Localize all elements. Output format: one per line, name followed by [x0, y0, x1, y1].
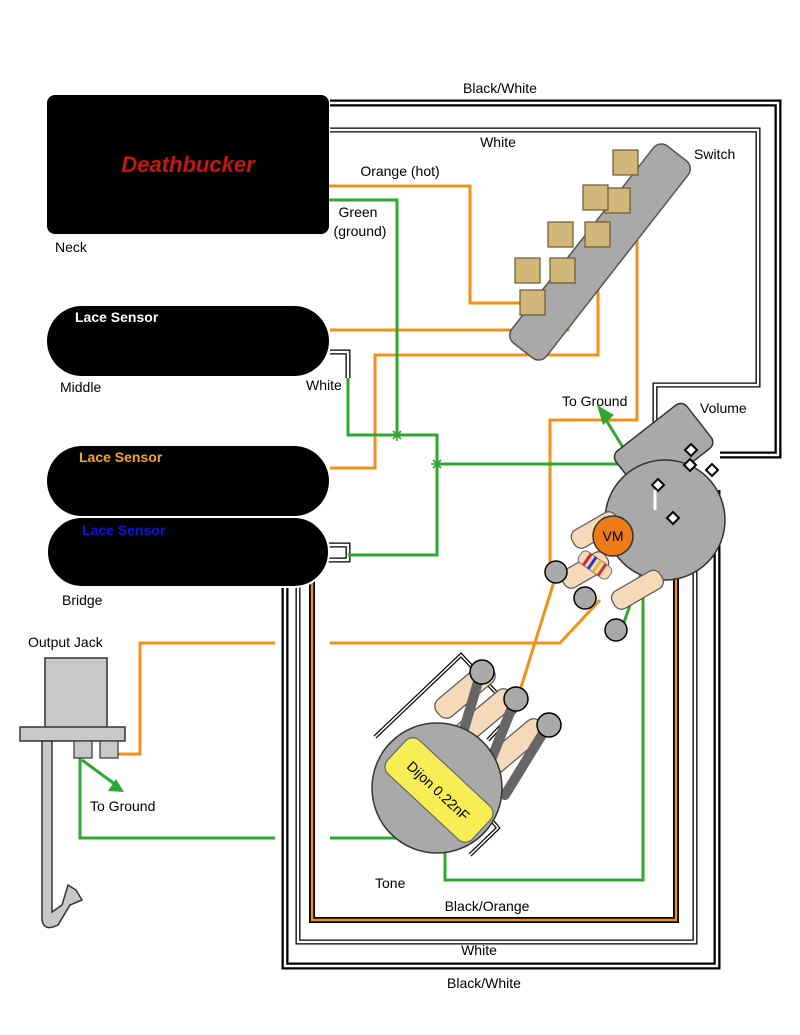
middle-label: Middle: [60, 379, 101, 395]
black-white-wire-loop: [281, 99, 782, 970]
white-bottom-label: White: [461, 942, 497, 958]
tone-pot: Dijon 0.22nF: [371, 652, 562, 857]
neck-pickup: Deathbucker: [47, 95, 329, 234]
neck-label: Neck: [55, 239, 88, 255]
deathbucker-logo: Deathbucker: [121, 152, 256, 177]
vm-label: VM: [603, 528, 624, 544]
ground-arrow-jack-icon: [108, 779, 124, 792]
white-middle-label: White: [306, 377, 342, 393]
middle-white-wire: [330, 349, 351, 378]
output-jack-label: Output Jack: [28, 634, 104, 650]
tone-label: Tone: [375, 875, 406, 891]
bridge-bottom-brand: Lace Sensor: [82, 522, 166, 538]
orange-hot-label: Orange (hot): [360, 163, 439, 179]
output-jack: [19, 657, 126, 929]
white-top-label: White: [480, 134, 516, 150]
to-ground-jack-label: To Ground: [90, 798, 155, 814]
black-white-bottom-label: Black/White: [447, 975, 521, 991]
switch-label: Switch: [694, 146, 735, 162]
selector-switch: [508, 143, 692, 361]
volume-label: Volume: [700, 400, 747, 416]
ground-arrow-volume-icon: [597, 405, 614, 425]
white-wire-loop: [295, 127, 761, 945]
black-white-top-label: Black/White: [463, 80, 537, 96]
vm-module: [592, 515, 634, 557]
ground-label: (ground): [334, 223, 387, 239]
green-wires: [78, 198, 690, 882]
black-orange-label: Black/Orange: [445, 898, 530, 914]
middle-pickup: Lace Sensor: [47, 306, 329, 376]
bridge-top-brand: Lace Sensor: [79, 449, 163, 465]
middle-brand: Lace Sensor: [75, 309, 159, 325]
volume-pot: VM: [544, 402, 726, 642]
capacitor: [384, 737, 494, 843]
bridge-label: Bridge: [62, 592, 103, 608]
to-ground-volume-label: To Ground: [562, 393, 627, 409]
black-orange-wire-loop: [309, 520, 679, 923]
bridge-pickup: Lace Sensor Lace Sensor: [46, 446, 330, 588]
green-label: Green: [339, 204, 378, 220]
resistor-icon: [577, 550, 613, 580]
